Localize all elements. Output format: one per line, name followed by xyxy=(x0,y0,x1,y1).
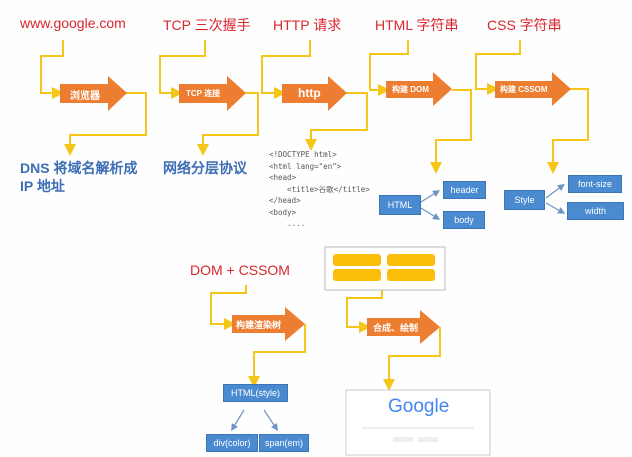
arrow-label-composite: 合成、绘制 xyxy=(373,323,419,333)
process-arrows xyxy=(60,72,571,344)
step-url: www.google.com xyxy=(20,15,126,31)
cssom-node-font-size: font-size xyxy=(568,175,622,193)
step-html-string: HTML 字符串 xyxy=(375,17,459,33)
arrow-label-tcp: TCP 连接 xyxy=(186,89,221,98)
dom-node-body: body xyxy=(443,211,485,229)
arrow-label-dom: 构建 DOM xyxy=(392,85,429,94)
arrow-http xyxy=(282,76,347,111)
render-node-span: span(em) xyxy=(259,434,309,452)
dom-node-header: header xyxy=(443,181,486,199)
connectors xyxy=(40,40,589,391)
code-line: </head> xyxy=(269,196,301,205)
step-http-request: HTTP 请求 xyxy=(273,17,342,33)
render-node-div: div(color) xyxy=(206,434,258,452)
arrow-browser xyxy=(60,76,127,111)
code-line: <!DOCTYPE html> xyxy=(269,150,337,159)
html-code-snippet: <!DOCTYPE html> <html lang="en"> <head> … xyxy=(269,149,370,230)
arrow-label-http: http xyxy=(298,86,321,100)
code-line: .... xyxy=(269,219,306,228)
step-tcp-handshake: TCP 三次握手 xyxy=(163,17,251,33)
code-line: <title>谷歌</title> xyxy=(269,184,370,194)
arrow-render-tree xyxy=(232,307,305,341)
dom-node-html: HTML xyxy=(379,195,421,215)
code-line: <head> xyxy=(269,173,297,182)
arrow-label-render-tree: 构建渲染树 xyxy=(236,320,282,330)
arrow-dom xyxy=(386,72,452,106)
arrow-tcp xyxy=(179,76,246,111)
google-logo: Google xyxy=(388,396,450,417)
arrow-label-cssom: 构建 CSSOM xyxy=(500,85,548,94)
tree-links xyxy=(231,183,566,432)
cssom-node-style: Style xyxy=(504,190,545,210)
note-network: 网络分层协议 xyxy=(163,160,247,176)
arrow-label-browser: 浏览器 xyxy=(70,91,100,102)
step-dom-cssom: DOM + CSSOM xyxy=(190,262,290,278)
render-node-html-style: HTML(style) xyxy=(223,384,288,402)
note-dns-line2: IP 地址 xyxy=(20,178,65,194)
code-line: <html lang="en"> xyxy=(269,161,342,171)
layout-blocks xyxy=(324,246,446,291)
google-preview xyxy=(345,389,491,456)
cssom-node-width: width xyxy=(567,202,624,220)
note-dns-line1: DNS 将域名解析成 xyxy=(20,160,138,176)
arrow-composite xyxy=(367,310,440,344)
arrow-cssom xyxy=(495,72,571,106)
step-css-string: CSS 字符串 xyxy=(487,17,562,33)
code-line: <body> xyxy=(269,207,297,217)
